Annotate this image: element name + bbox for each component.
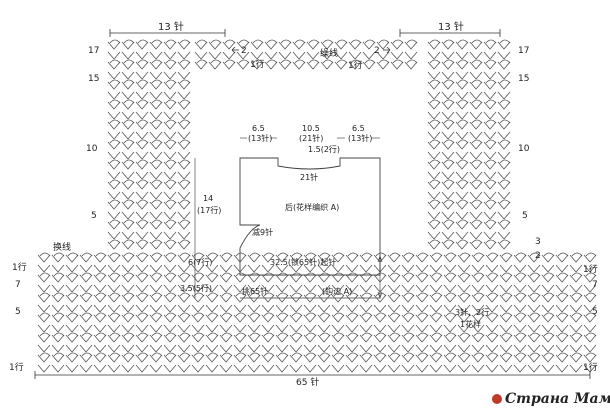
left-row-15: 15 <box>88 74 99 84</box>
top-right-header: 13 针 <box>399 20 501 37</box>
right-row-7: 7 <box>592 280 598 290</box>
left-row-5b: 5 <box>15 307 21 317</box>
right-row-15: 15 <box>518 74 529 84</box>
width-label: 32.5(锁65针)起针 <box>270 257 336 267</box>
schematic: 6.5 (13针) 10.5 (21针) 6.5 (13针) 1.5(2行) 2… <box>180 124 383 299</box>
change-thread: 换线 <box>53 241 71 253</box>
left-row-10: 10 <box>86 144 98 154</box>
top-left-width: 6.5 <box>252 124 265 133</box>
neck-depth: 1.5(2行) <box>308 144 340 154</box>
stitch-note-1: 3针、2行 <box>455 307 489 317</box>
top-left-row-arrow: 2 1行 <box>231 46 265 70</box>
right-row-1b: 1行 <box>583 361 598 373</box>
top-mid-stitches: (21针) <box>299 133 323 143</box>
height-label: 14 <box>203 194 213 203</box>
stitch-note-2: 1花样 <box>460 319 481 329</box>
left-row-17: 17 <box>88 46 99 56</box>
edge-name: (钩边 A) <box>322 286 352 296</box>
right-arrow-3: 3 <box>535 237 541 247</box>
top-left-count: 13 针 <box>158 20 184 33</box>
right-row-1: 1行 <box>583 263 598 275</box>
thread-label: 缲线 <box>320 47 338 59</box>
body-label: 后(花样编织 A) <box>285 202 339 212</box>
right-row-numbers: 17 15 10 5 1行 7 5 1行 3 2 3针、2行 1花样 <box>455 46 598 373</box>
back-panel-outline <box>239 157 381 276</box>
row-1-top-left: 1行 <box>250 58 265 70</box>
watermark: Страна Мам <box>505 391 610 407</box>
top-right-width: 6.5 <box>352 124 365 133</box>
decrease: 减9针 <box>252 227 273 237</box>
right-row-10: 10 <box>518 144 530 154</box>
height-rows: (17行) <box>197 205 221 215</box>
left-row-numbers: 17 15 10 5 1行 7 5 1行 换线 <box>9 46 99 373</box>
right-row-5b: 5 <box>592 307 598 317</box>
arrow-2-right: 2 <box>374 46 380 56</box>
right-arrow-2: 2 <box>535 251 541 261</box>
edge-height: 3.5(5行) <box>180 283 212 293</box>
bottom-count: 65 针 <box>296 376 319 388</box>
top-left-header: 13 针 <box>109 20 226 37</box>
top-left-stitches: (13针) <box>248 133 272 143</box>
top-right-stitches: (13针) <box>348 133 372 143</box>
right-row-17: 17 <box>518 46 529 56</box>
watermark-logo <box>492 394 502 404</box>
arrow-2-left: 2 <box>241 46 247 56</box>
top-mid-width: 10.5 <box>302 124 320 133</box>
row-1-top-right: 1行 <box>348 59 363 71</box>
top-right-row-arrow: 2 缲线 1行 <box>320 46 391 71</box>
stitch-pattern <box>37 39 597 373</box>
right-row-5: 5 <box>522 211 528 221</box>
left-row-1: 1行 <box>12 261 27 273</box>
neck-count: 21针 <box>300 172 318 182</box>
left-row-7: 7 <box>15 280 21 290</box>
lower-height: 6(7行) <box>188 257 212 267</box>
pickup: 挑65针 <box>242 286 268 296</box>
bottom-width: 65 针 <box>34 371 591 388</box>
top-right-count: 13 针 <box>438 20 464 33</box>
left-row-5: 5 <box>91 211 97 221</box>
left-row-1b: 1行 <box>9 361 24 373</box>
